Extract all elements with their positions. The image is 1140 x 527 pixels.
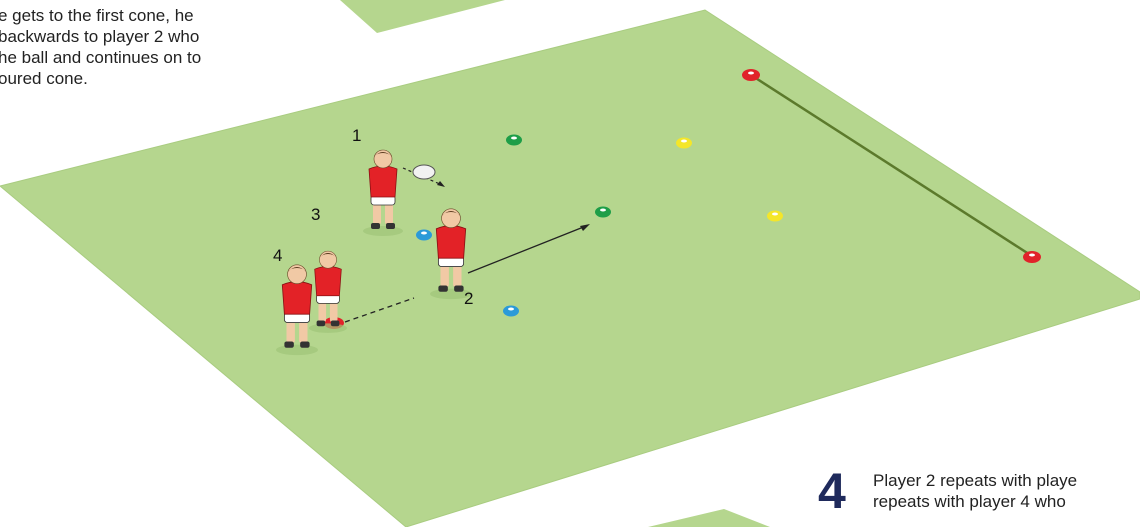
cone-green-front	[595, 207, 611, 218]
cone-red-right	[1023, 251, 1041, 263]
pitch-top-fragment	[340, 0, 505, 33]
player-3-label: 3	[311, 205, 320, 224]
player-1-label: 1	[352, 126, 361, 145]
instruction-line: oured cone.	[0, 68, 201, 89]
cone-blue-back	[416, 230, 432, 241]
player-4-label: 4	[273, 246, 282, 265]
step-number: 4	[818, 466, 846, 516]
player-2-label: 2	[464, 289, 473, 308]
pitch-bottom-fragment	[648, 509, 770, 527]
instruction-line: repeats with player 4 who	[873, 491, 1077, 512]
cone-yellow-back	[676, 138, 692, 149]
cone-green-back	[506, 135, 522, 146]
instruction-line: e gets to the first cone, he	[0, 5, 201, 26]
instruction-text-bottom: Player 2 repeats with playe repeats with…	[873, 470, 1077, 512]
instruction-step-4: 4 Player 2 repeats with playe repeats wi…	[818, 466, 1140, 527]
cone-red-top-right	[742, 69, 760, 81]
cone-yellow-front	[767, 211, 783, 222]
instruction-text-top: e gets to the first cone, he backwards t…	[0, 5, 201, 89]
cone-blue-front	[503, 306, 519, 317]
instruction-line: Player 2 repeats with playe	[873, 470, 1077, 491]
rugby-ball	[413, 165, 435, 179]
instruction-line: he ball and continues on to	[0, 47, 201, 68]
instruction-line: backwards to player 2 who	[0, 26, 201, 47]
